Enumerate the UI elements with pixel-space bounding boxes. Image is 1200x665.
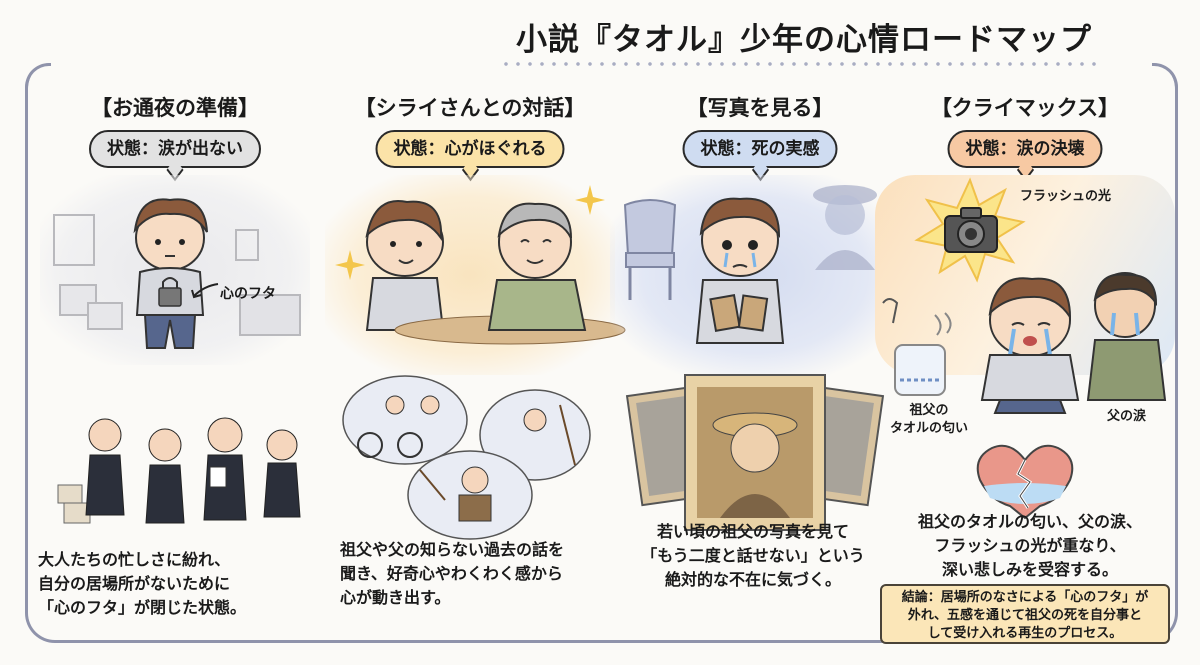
- crying-boy-icon: [980, 272, 1167, 414]
- stage-2-column: 【シライさんとの対話】 状態：心がほぐれる 祖父や父の知らない過去の話を 聞き、…: [320, 80, 626, 640]
- stage-description: 祖父や父の知らない過去の話を 聞き、好奇心やわくわく感から 心が動き出す。: [340, 540, 565, 607]
- broken-heart-icon: [976, 444, 1074, 520]
- sparkle-icon: [335, 250, 365, 280]
- stage-3-column: 【写真を見る】 状態：死の実感: [610, 80, 900, 640]
- stage-heading: 【写真を見る】: [686, 96, 834, 120]
- camera-flash-icon: [914, 177, 1026, 283]
- crying-father-icon: [1086, 272, 1167, 401]
- stage-description: 若い頃の祖父の写真を見て 「もう二度と話せない」という 絶対的な不在に気づく。: [641, 522, 865, 589]
- flash-label: フラッシュの光: [1020, 189, 1112, 204]
- crying-boy-with-photo-icon: [695, 197, 785, 344]
- stage-heading: 【シライさんとの対話】: [354, 96, 586, 120]
- towel-icon: [882, 298, 952, 396]
- conclusion-box: 結論：居場所のなさによる「心のフタ」が 外れ、五感を通じて祖父の死を自分事と し…: [880, 584, 1170, 644]
- arrow-icon: [191, 283, 219, 299]
- state-bubble: 状態：涙が出ない: [89, 130, 261, 168]
- boy-and-old-man-icon: [365, 200, 626, 345]
- sparkle-icon: [575, 185, 605, 215]
- stage-description: 大人たちの忙しさに紛れ、 自分の居場所がないために 「心のフタ」が閉じた状態。: [38, 550, 247, 617]
- state-bubble: 状態：死の実感: [682, 130, 838, 168]
- father-tears-label: 父の涙: [1107, 409, 1147, 424]
- ghost-grandfather-icon: [813, 185, 877, 270]
- memory-thought-bubbles-icon: [342, 375, 591, 540]
- roadmap-frame: [25, 63, 1178, 643]
- title-dotted-underline: [500, 62, 1098, 66]
- page-title: 小説『タオル』少年の心情ロードマップ: [516, 22, 1092, 58]
- stage-description: 祖父のタオルの匂い、父の涙、 フラッシュの光が重なり、 深い悲しみを受容する。: [917, 512, 1142, 579]
- stage-heading: 【クライマックス】: [930, 96, 1120, 120]
- boy-with-padlock-icon: [133, 198, 208, 349]
- stage-heading: 【お通夜の準備】: [91, 96, 259, 120]
- boxes-icon: [53, 214, 301, 336]
- annotation-label: 心のフタ: [220, 286, 276, 302]
- busy-adults-icon: [57, 417, 301, 524]
- state-bubble: 状態：涙の決壊: [947, 130, 1103, 168]
- stage-1-column: 【お通夜の準備】 状態：涙が出ない 心のフタ: [30, 80, 320, 640]
- stage-4-column: 【クライマックス】 状態：涙の決壊 フラッシュの光 祖父の タオルの匂い 父の涙: [875, 80, 1175, 640]
- grandfather-photo-frames-icon: [625, 374, 885, 531]
- frame-corner: [25, 63, 51, 89]
- towel-label: 祖父の タオルの匂い: [890, 403, 969, 436]
- state-bubble: 状態：心がほぐれる: [375, 130, 565, 168]
- empty-chair-icon: [623, 199, 677, 300]
